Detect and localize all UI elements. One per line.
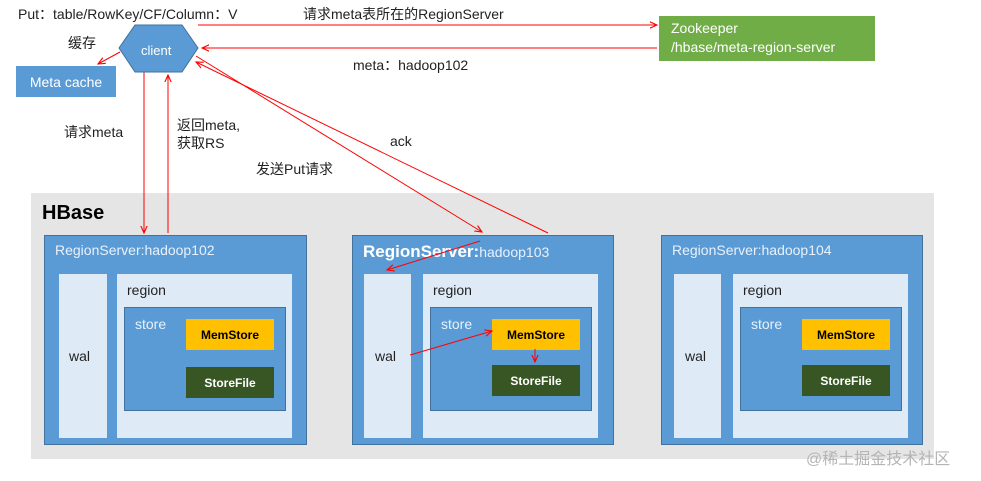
meta-reply-label: meta：hadoop102 [353,57,469,73]
regionserver-hadoop102: RegionServer:hadoop102 wal region store … [44,235,307,445]
zookeeper-name: Zookeeper [671,20,738,36]
arrow-client-to-cache [98,51,121,64]
memstore: MemStore [492,319,580,350]
regionserver-title: RegionServer:hadoop103 [363,242,550,261]
regionserver-title: RegionServer:hadoop102 [55,242,215,258]
ack-label: ack [390,133,412,149]
wal-box: wal [674,274,721,438]
region-box: region store MemStore StoreFile [117,274,292,438]
storefile: StoreFile [802,365,890,396]
client-label: client [141,43,172,58]
request-meta-label: 请求meta [64,124,124,140]
regionserver-title: RegionServer:hadoop104 [672,242,832,258]
region-label: region [433,282,472,298]
wal-label: wal [375,348,397,364]
store-box: store MemStore StoreFile [740,307,902,411]
cache-label: 缓存 [68,35,96,51]
zookeeper-path: /hbase/meta-region-server [671,39,836,55]
store-box: store MemStore StoreFile [124,307,286,411]
return-meta-label-2: 获取RS [177,135,225,151]
region-box: region store MemStore StoreFile [423,274,598,438]
wal-box: wal [59,274,107,438]
hbase-title: HBase [42,202,105,224]
wal-label: wal [69,348,91,364]
region-label: region [743,282,782,298]
memstore: MemStore [186,319,274,350]
store-label: store [441,316,473,332]
return-meta-label-1: 返回meta, [177,117,241,133]
store-label: store [751,316,783,332]
request-meta-regionserver-label: 请求meta表所在的RegionServer [303,6,504,22]
regionserver-hadoop104: RegionServer:hadoop104 wal region store … [661,235,923,445]
send-put-label: 发送Put请求 [256,161,334,177]
region-box: region store MemStore StoreFile [733,274,908,438]
watermark-text: @稀土掘金技术社区 [806,451,951,468]
arrow-to-wal [387,240,481,270]
storefile: StoreFile [492,365,580,396]
memstore: MemStore [802,319,890,350]
arrow-ack [196,62,549,234]
meta-cache-box: Meta cache [16,66,116,97]
zookeeper-box: Zookeeper /hbase/meta-region-server [659,16,875,61]
region-label: region [127,282,166,298]
wal-label: wal [685,348,707,364]
storefile: StoreFile [186,367,274,398]
store-label: store [135,316,167,332]
regionserver-hadoop103: RegionServer:hadoop103 wal region store … [352,235,614,445]
wal-box: wal [364,274,411,438]
arrow-wal-to-memstore [409,331,492,356]
store-box: store MemStore StoreFile [430,307,592,411]
client-node [118,24,199,73]
put-command-label: Put：table/RowKey/CF/Column：V [18,6,238,22]
